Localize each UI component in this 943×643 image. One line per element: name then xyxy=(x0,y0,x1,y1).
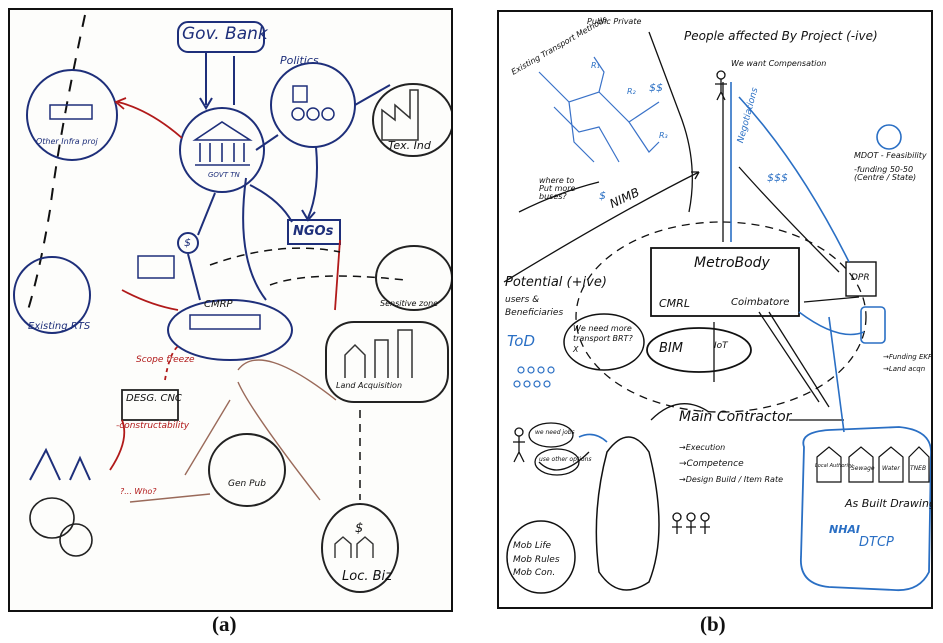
people-affected-label: People affected By Project (-ive) xyxy=(684,29,878,43)
users-beneficiaries-label: users & Beneficiaries xyxy=(505,295,564,318)
competence-label: →Competence xyxy=(679,459,744,469)
public-private-label: Public Private xyxy=(587,17,642,26)
execution-label: →Execution xyxy=(679,443,726,452)
funding-label: -funding 50-50 (Centre / State) xyxy=(854,165,917,182)
loc-biz-label: Loc. Biz xyxy=(342,569,392,584)
dtcp-label: DTCP xyxy=(859,535,894,550)
metro-body-label: MetroBody xyxy=(694,255,770,271)
who-question-label: ?... Who? xyxy=(120,487,157,496)
river-label-3: R₃ xyxy=(659,131,668,140)
panel-a-sketch xyxy=(13,14,451,593)
ngos-label: NGOs xyxy=(293,224,334,239)
we-need-jobs-label: we need jobs xyxy=(535,429,575,436)
tneb-label: TNEB xyxy=(910,465,927,472)
scope-freeze-label: Scope freeze xyxy=(136,355,195,365)
dollar-label-2: $$$ xyxy=(767,171,788,184)
loc-biz-dollar: $ xyxy=(355,521,364,536)
where-buses-label: where to Put more buses? xyxy=(539,176,576,201)
other-infra-label: Other Infra proj xyxy=(36,137,98,146)
land-acqn-label: →Land acqn xyxy=(883,365,926,373)
panel-b-sketch xyxy=(503,31,931,594)
mob-life-label: Mob Life Mob Rules Mob Con. xyxy=(513,541,560,578)
dollar-symbol: $ xyxy=(184,236,191,249)
tex-ind-label: Tex. Ind xyxy=(388,139,431,152)
dollar-label-1: $$ xyxy=(649,81,663,94)
river-label-1: R₁ xyxy=(591,61,600,70)
sensitive-zone-label: Sensitive zone xyxy=(380,299,439,308)
water-label: Water xyxy=(882,465,900,472)
as-built-drawings-label: As Built Drawings xyxy=(845,497,933,510)
we-need-transport-label: We need more transport BRT? X xyxy=(573,324,633,354)
potential-label: Potential (+ive) xyxy=(505,275,607,290)
caption-a: (a) xyxy=(212,612,237,636)
dpr-label: DPR xyxy=(851,273,870,283)
local-authority-label: Local Authority xyxy=(815,463,853,469)
use-other-options-label: use other options xyxy=(539,456,592,463)
sewage-label: Sewage xyxy=(851,465,875,472)
panel-a: Gov. Bank Politics Tex. Ind Other Infra … xyxy=(8,8,453,612)
iot-label: IoT xyxy=(714,341,728,351)
bim-label: BIM xyxy=(659,341,683,356)
cmrl-label: CMRL xyxy=(659,297,690,310)
gen-pub-label: Gen Pub xyxy=(228,479,266,489)
mdot-label: MDOT - Feasibility xyxy=(854,151,927,160)
land-acquisition-label: Land Acquisition xyxy=(336,381,403,390)
nhai-label: NHAI xyxy=(829,523,861,536)
design-build-label: →Design Build / Item Rate xyxy=(679,475,784,484)
existing-rts-label: Existing RTS xyxy=(28,321,91,332)
govt-tn-label: GOVT TN xyxy=(208,171,240,179)
design-cnc-label: DESG. CNC xyxy=(126,393,182,404)
politics-label: Politics xyxy=(280,54,319,67)
constructability-label: -constructability xyxy=(116,421,190,431)
we-want-compensation-label: We want Compensation xyxy=(731,59,827,68)
tod-label: ToD xyxy=(507,332,536,350)
caption-b: (b) xyxy=(700,612,726,636)
cmrp-label: CMRP xyxy=(204,299,233,310)
coimbatore-label: Coimbatore xyxy=(731,297,790,308)
dollar-label-3: $ xyxy=(599,189,606,202)
funding-ekf-label: →Funding EKF xyxy=(883,353,933,361)
gov-bank-label: Gov. Bank xyxy=(182,24,268,44)
panel-b: Existing Transport Methods Public Privat… xyxy=(497,10,933,609)
main-contractor-label: Main Contractor xyxy=(679,409,792,425)
river-label-2: R₂ xyxy=(627,87,636,96)
